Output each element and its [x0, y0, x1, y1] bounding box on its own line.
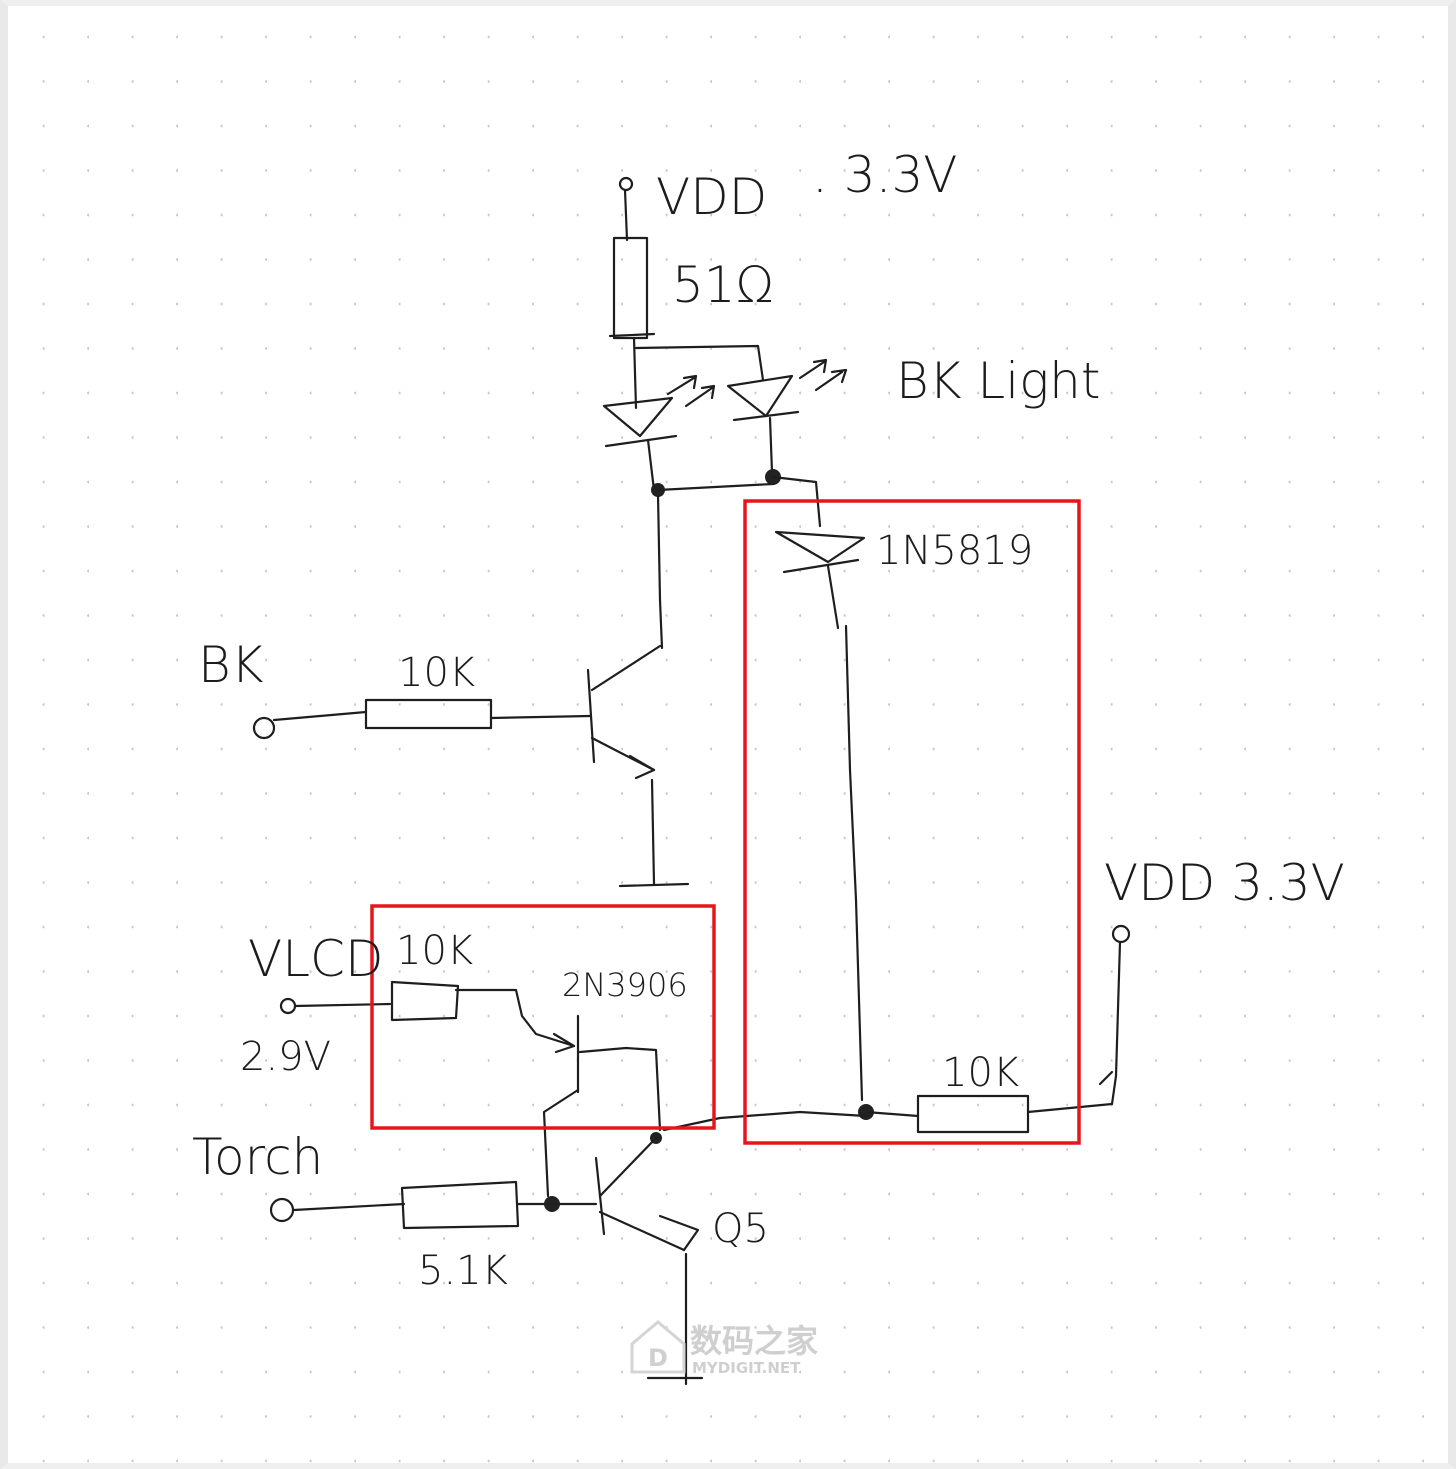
wire-to-1n5819	[771, 475, 822, 528]
resistor-right-10k	[916, 1094, 1030, 1134]
wire-mark	[1098, 1070, 1114, 1086]
diode-1n5819-icon	[774, 530, 866, 630]
watermark-en: MYDIGIT.NET	[692, 1359, 801, 1377]
label-bk: BK	[198, 636, 264, 694]
wire-q5-collector-to-junction	[662, 1110, 868, 1132]
label-r-bk: 10K	[398, 650, 475, 696]
vdd-top-terminal	[618, 176, 634, 242]
highlight-box-pnp	[370, 904, 716, 1130]
pnp-transistor-2n3906-icon	[542, 1014, 662, 1198]
resistor-51-ohm	[608, 236, 656, 340]
label-r-top: 51Ω	[672, 256, 774, 314]
wire-to-bk-collector	[656, 493, 664, 650]
wire-vdd-right-down	[1110, 940, 1122, 1106]
highlight-box-diode	[743, 499, 1081, 1145]
wire-diode-down	[844, 624, 864, 1102]
led-2-icon	[726, 358, 848, 474]
wire-resistor-to-vdd	[1026, 1102, 1114, 1114]
watermark: D 数码之家 MYDIGIT.NET	[630, 1320, 818, 1377]
wire-torch-input	[292, 1202, 406, 1212]
label-pnp: 2N3906	[562, 966, 688, 1004]
resistor-torch-5k1	[400, 1180, 520, 1230]
wire-bk-input	[272, 710, 368, 722]
wire-led-cathodes	[656, 482, 775, 492]
led-1-icon	[602, 374, 716, 492]
resistor-bk-10k	[364, 698, 493, 730]
wire-led-parallel-top	[634, 344, 765, 382]
bk-terminal	[252, 716, 276, 740]
label-q5: Q5	[712, 1206, 769, 1252]
wire-vlcd-input	[293, 1002, 392, 1008]
wire-bk-to-base	[489, 714, 592, 720]
label-bk-light: BK Light	[896, 352, 1100, 410]
wire-r51-to-led1	[632, 336, 638, 410]
label-vdd-top-value: . 3.3V	[812, 146, 958, 204]
label-r-vlcd: 10K	[396, 928, 473, 974]
label-torch: Torch	[192, 1128, 323, 1186]
wire-to-pnp-base	[454, 988, 576, 1048]
label-r-torch: 5.1K	[418, 1248, 508, 1294]
watermark-cn: 数码之家	[690, 1322, 818, 1360]
house-d-logo-icon: D	[630, 1320, 686, 1374]
label-r-right: 10K	[942, 1050, 1019, 1096]
label-vlcd-value: 2.9V	[240, 1034, 331, 1080]
label-vdd-right: VDD 3.3V	[1104, 854, 1345, 912]
npn-transistor-q5-icon	[594, 1136, 700, 1252]
ground-symbol-icon	[618, 882, 690, 888]
label-diode: 1N5819	[876, 528, 1033, 574]
svg-text:D: D	[648, 1344, 668, 1372]
wire-bk-emitter-ground	[650, 778, 656, 886]
label-vlcd: VLCD	[248, 930, 383, 988]
wire-to-right-resistor	[864, 1110, 920, 1118]
resistor-vlcd-10k	[390, 980, 460, 1022]
label-vdd-top: VDD	[656, 168, 767, 226]
